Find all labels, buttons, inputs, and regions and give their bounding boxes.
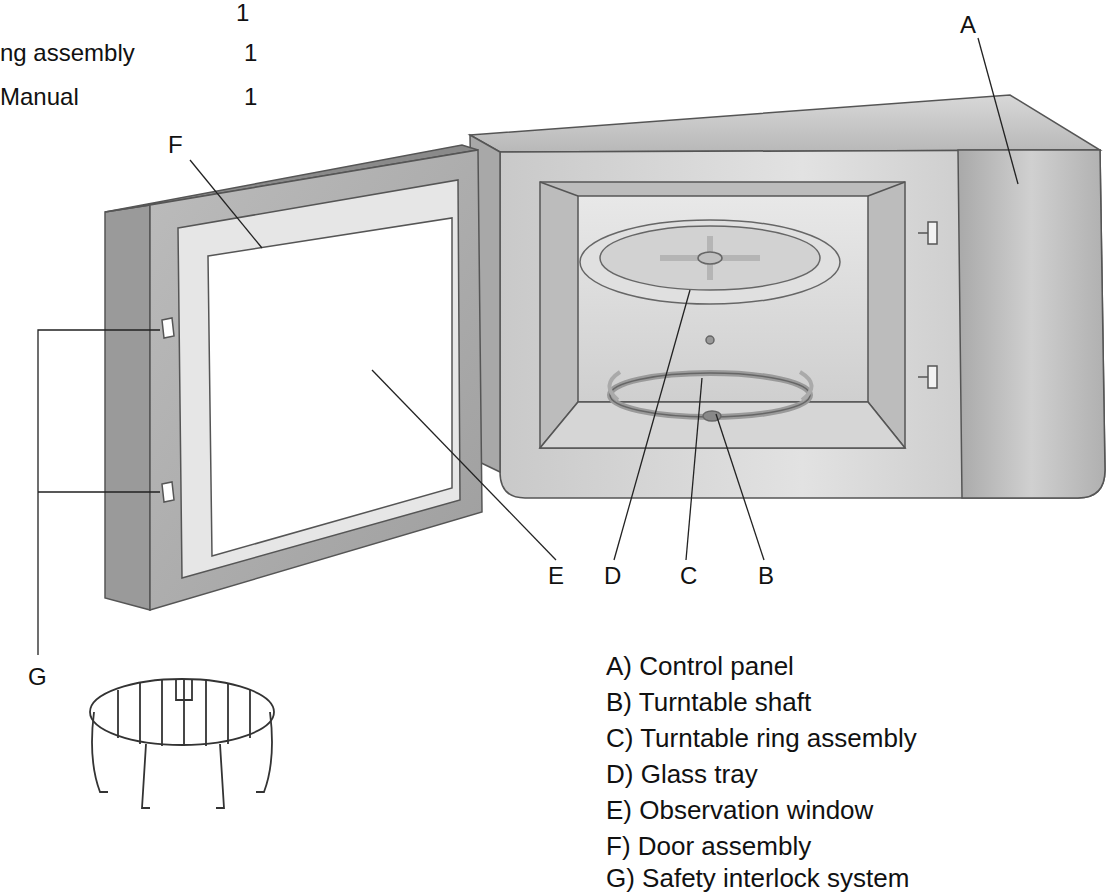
callout-letter: F bbox=[168, 132, 183, 158]
callout-letter: B bbox=[758, 563, 774, 589]
legend-entry: B) Turntable shaft bbox=[606, 688, 811, 717]
turntable bbox=[580, 220, 840, 421]
observation-window bbox=[208, 218, 452, 556]
callout-letter: A bbox=[960, 12, 976, 38]
legend-entry: A) Control panel bbox=[606, 652, 794, 681]
callout-letter: C bbox=[680, 563, 697, 589]
rack-accessory bbox=[90, 679, 274, 808]
quantity-number: 1 bbox=[236, 0, 249, 26]
callout-letter: E bbox=[548, 563, 564, 589]
control-panel bbox=[958, 150, 1105, 498]
legend-entry: D) Glass tray bbox=[606, 760, 758, 789]
legend-entry: F) Door assembly bbox=[606, 832, 811, 861]
callout-letter: G bbox=[28, 664, 47, 690]
leader-lines bbox=[38, 38, 1018, 655]
quantity-number: 1 bbox=[244, 84, 257, 110]
legend-entry: E) Observation window bbox=[606, 796, 873, 825]
legend-entry: C) Turntable ring assembly bbox=[606, 724, 917, 753]
door bbox=[105, 145, 482, 610]
quantity-number: 1 bbox=[244, 40, 257, 66]
legend-entry: G) Safety interlock system bbox=[606, 864, 909, 893]
cut-off-list-item: ng assembly bbox=[0, 40, 135, 66]
callout-letter: D bbox=[604, 563, 621, 589]
cut-off-list-item: Manual bbox=[0, 84, 79, 110]
